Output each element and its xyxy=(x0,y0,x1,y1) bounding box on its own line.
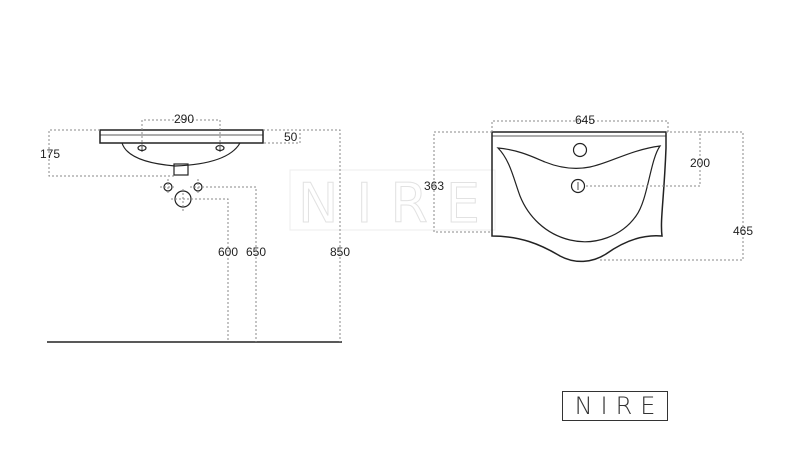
bowl-profile xyxy=(121,142,241,167)
dim-50: 50 xyxy=(284,130,298,144)
brand-logo: NIRE xyxy=(562,391,668,421)
supply-valve-right xyxy=(190,179,206,195)
dim-290: 290 xyxy=(174,112,194,126)
dim-645: 645 xyxy=(575,113,595,127)
drain-stub xyxy=(173,163,189,176)
watermark: NIRE xyxy=(289,169,498,236)
dim-363: 363 xyxy=(424,179,444,193)
brand-logo-text: NIRE xyxy=(574,392,664,420)
supply-valve-left xyxy=(160,179,176,195)
basin-inner xyxy=(496,145,662,243)
faucet-hole xyxy=(572,142,588,158)
front-view: 645 200 363 465 xyxy=(424,113,753,263)
dim-600: 600 xyxy=(218,245,238,259)
dim-850: 850 xyxy=(330,245,350,259)
dim-650: 650 xyxy=(246,245,266,259)
sink-body-outline xyxy=(491,131,667,263)
basin-drain-hole xyxy=(570,178,586,194)
side-view: 290 50 175 850 650 60 xyxy=(40,112,350,343)
sink-slab xyxy=(99,129,264,144)
svg-text:NIRE: NIRE xyxy=(298,172,498,235)
drain-outlet xyxy=(171,189,195,211)
dim-200: 200 xyxy=(690,156,710,170)
dim-175: 175 xyxy=(40,147,60,161)
dim-465: 465 xyxy=(733,224,753,238)
